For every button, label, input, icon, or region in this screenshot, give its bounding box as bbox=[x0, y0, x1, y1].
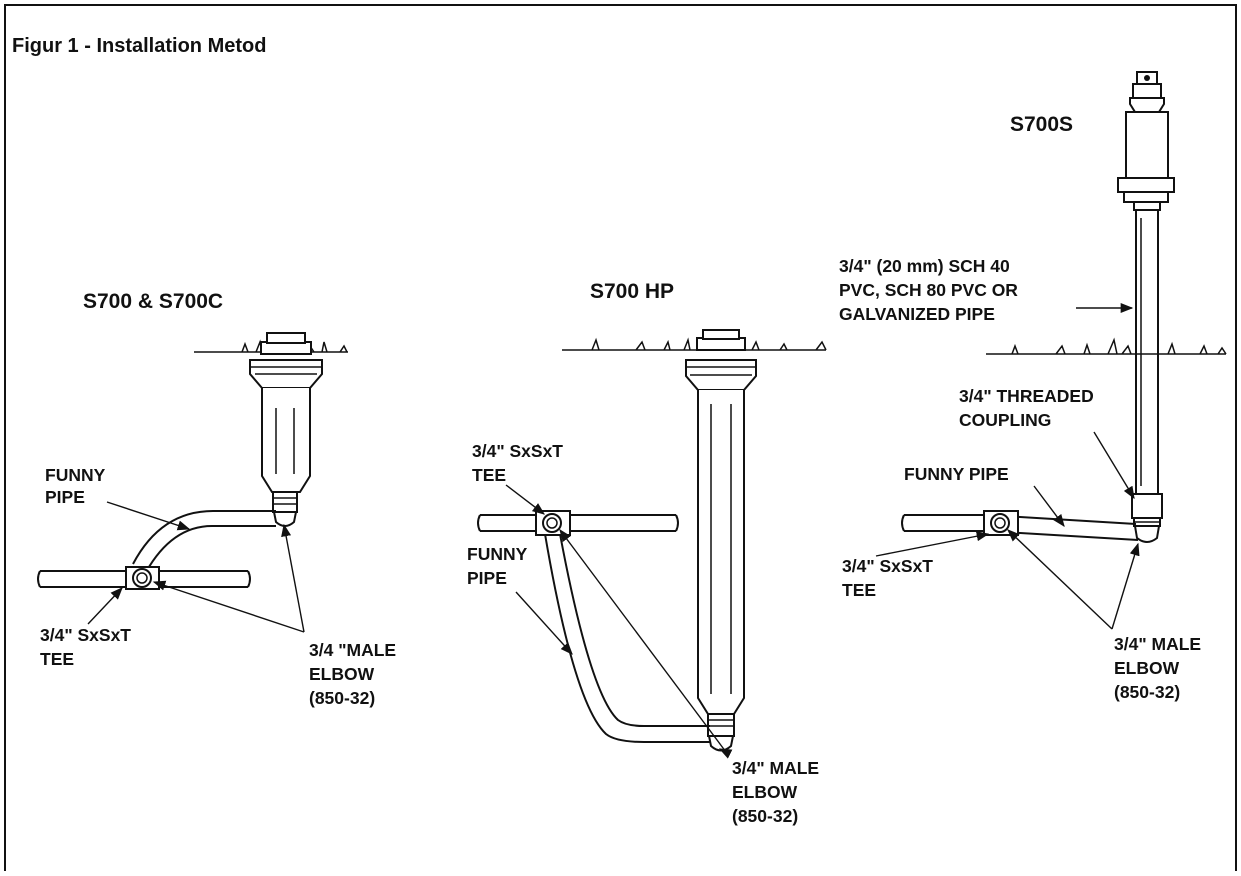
right-coupling bbox=[1131, 493, 1163, 527]
right-pipe-spec-label: 3/4" (20 mm) SCH 40 PVC, SCH 80 PVC OR G… bbox=[839, 256, 1023, 324]
right-arrow-elbow-2 bbox=[1111, 542, 1140, 630]
middle-funny-pipe-label: FUNNY PIPE bbox=[467, 544, 532, 588]
right-grass bbox=[986, 337, 1227, 355]
right-arrow-elbow-1 bbox=[1007, 529, 1113, 630]
right-funny-pipe bbox=[1003, 515, 1139, 541]
left-elbow bbox=[272, 511, 298, 527]
frame-border bbox=[4, 4, 1237, 871]
middle-elbow-label: 3/4" MALE ELBOW (850-32) bbox=[732, 758, 824, 826]
middle-arrow-funny-pipe bbox=[515, 591, 573, 655]
left-arrow-elbow-2 bbox=[281, 523, 305, 633]
right-assembly: S700S bbox=[839, 71, 1227, 702]
left-funny-pipe bbox=[132, 510, 276, 573]
right-tee-label: 3/4" SxSxT TEE bbox=[842, 556, 938, 600]
right-arrow-coupling bbox=[1093, 431, 1135, 500]
right-sprinkler bbox=[1117, 71, 1175, 211]
right-heading: S700S bbox=[1010, 113, 1073, 136]
left-assembly: S700 & S700C bbox=[37, 290, 401, 708]
right-elbow bbox=[1133, 525, 1161, 543]
right-coupling-label: 3/4" THREADED COUPLING bbox=[959, 386, 1099, 430]
left-sprinkler bbox=[249, 332, 323, 513]
middle-sprinkler bbox=[685, 329, 757, 737]
left-tee bbox=[125, 566, 160, 590]
right-arrow-tee bbox=[875, 531, 990, 557]
right-arrow-funny-pipe bbox=[1033, 485, 1065, 528]
left-arrow-funny-pipe bbox=[106, 501, 191, 531]
figure-frame: Figur 1 - Installation Metod S700 & S700… bbox=[4, 4, 1237, 871]
middle-arrow-tee bbox=[505, 484, 546, 515]
middle-tee-label: 3/4" SxSxT TEE bbox=[472, 441, 568, 485]
figure-title: Figur 1 - Installation Metod bbox=[12, 35, 266, 57]
left-heading: S700 & S700C bbox=[83, 290, 223, 313]
middle-elbow bbox=[707, 735, 735, 752]
left-arrow-tee bbox=[87, 587, 123, 625]
middle-lateral-pipe bbox=[477, 514, 679, 532]
left-tee-label: 3/4" SxSxT TEE bbox=[40, 625, 136, 669]
middle-funny-pipe bbox=[544, 533, 710, 743]
middle-arrow-elbow-2 bbox=[718, 748, 733, 759]
middle-grass bbox=[562, 337, 827, 351]
left-arrow-elbow-1 bbox=[152, 580, 305, 633]
right-funny-pipe-label: FUNNY PIPE bbox=[904, 464, 1009, 484]
middle-arrow-elbow-1 bbox=[559, 528, 727, 753]
middle-heading: S700 HP bbox=[590, 280, 674, 303]
left-lateral-pipe bbox=[37, 570, 251, 588]
right-lateral-pipe bbox=[901, 514, 984, 532]
left-funny-pipe-label: FUNNY PIPE bbox=[45, 465, 110, 507]
right-riser-pipe bbox=[1135, 210, 1159, 494]
right-tee bbox=[983, 510, 1019, 536]
middle-tee bbox=[535, 510, 571, 536]
middle-assembly: S700 HP bbox=[467, 280, 827, 826]
installation-diagram: Figur 1 - Installation Metod S700 & S700… bbox=[4, 4, 1237, 871]
right-elbow-label: 3/4" MALE ELBOW (850-32) bbox=[1114, 634, 1206, 702]
left-elbow-label: 3/4 "MALE ELBOW (850-32) bbox=[309, 640, 401, 708]
